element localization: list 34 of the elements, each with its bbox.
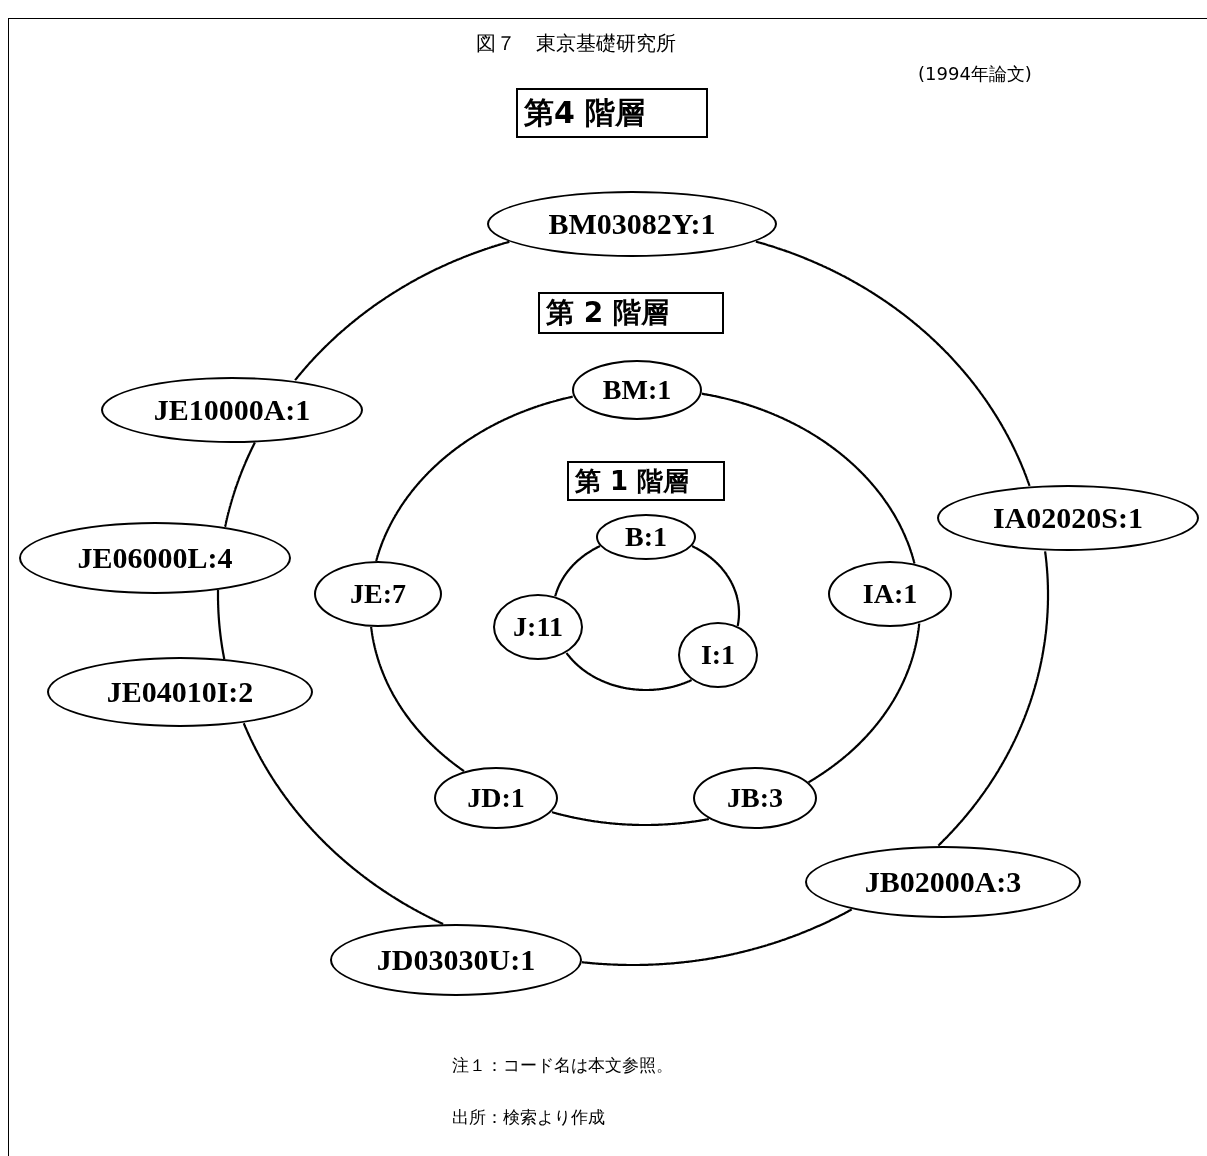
code-ellipse: BM03082Y:1 bbox=[487, 191, 777, 257]
source-note: 出所：検索より作成 bbox=[452, 1106, 605, 1129]
code-ellipse: JE:7 bbox=[314, 561, 442, 627]
ring-arc bbox=[691, 545, 741, 627]
code-ellipse: JB02000A:3 bbox=[805, 846, 1081, 918]
ring-arc bbox=[242, 722, 444, 925]
code-ellipse: JB:3 bbox=[693, 767, 817, 829]
figure-title: 図７ 東京基礎研究所 bbox=[476, 30, 676, 57]
ring-arc bbox=[701, 392, 916, 564]
code-ellipse: JD03030U:1 bbox=[330, 924, 582, 996]
footnote: 注１：コード名は本文参照。 bbox=[452, 1054, 673, 1077]
ring-arc bbox=[370, 626, 465, 772]
code-ellipse: JE10000A:1 bbox=[101, 377, 363, 443]
code-ellipse: IA02020S:1 bbox=[937, 485, 1199, 551]
code-ellipse: JE04010I:2 bbox=[47, 657, 313, 727]
ring-arc bbox=[375, 395, 573, 562]
code-ellipse: JD:1 bbox=[434, 767, 558, 829]
year-note: (1994年論文) bbox=[918, 62, 1032, 86]
ring-arc bbox=[551, 811, 710, 827]
ring-arc bbox=[565, 652, 693, 692]
code-ellipse: I:1 bbox=[678, 622, 758, 688]
ring-arc bbox=[937, 551, 1050, 847]
level-box: 第 2 階層 bbox=[538, 292, 724, 334]
code-ellipse: B:1 bbox=[596, 514, 696, 560]
ring-arc bbox=[224, 441, 256, 528]
level-box: 第 1 階層 bbox=[567, 461, 725, 501]
code-ellipse: J:11 bbox=[493, 594, 583, 660]
ring-arc bbox=[554, 545, 601, 597]
ring-arc bbox=[755, 240, 1031, 487]
level-box: 第4 階層 bbox=[516, 88, 708, 138]
ring-arc bbox=[581, 908, 853, 967]
code-ellipse: IA:1 bbox=[828, 561, 952, 627]
code-ellipse: BM:1 bbox=[572, 360, 702, 420]
code-ellipse: JE06000L:4 bbox=[19, 522, 291, 594]
